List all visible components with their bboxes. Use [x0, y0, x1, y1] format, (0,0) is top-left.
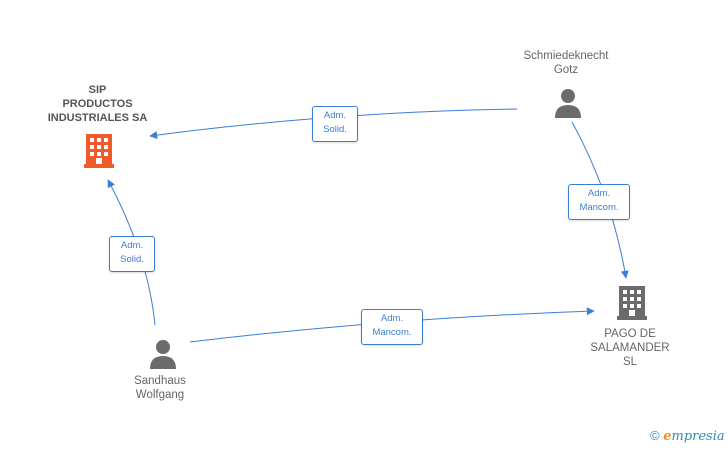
edge-label-line: Adm.: [323, 110, 347, 121]
node-sandhaus-line: Sandhaus: [134, 375, 186, 387]
person-icon[interactable]: [553, 88, 583, 118]
edge-label-sandhaus-sip[interactable]: Adm. Solid.: [109, 236, 155, 272]
edge-label-line: Mancom.: [579, 202, 619, 213]
edge-label-schmiede-pago[interactable]: Adm. Mancom.: [568, 184, 630, 220]
edge-label-line: Adm.: [120, 240, 144, 251]
edge-label-line: Mancom.: [372, 327, 412, 338]
edge-label-schmiede-sip[interactable]: Adm. Solid.: [312, 106, 358, 142]
edge-label-line: Solid.: [120, 254, 144, 265]
node-sip-label[interactable]: SIP PRODUCTOS INDUSTRIALES SA: [20, 83, 175, 125]
node-pago-line: SALAMANDER: [590, 342, 670, 354]
edge-label-line: Adm.: [380, 313, 404, 324]
edge-label-sandhaus-pago[interactable]: Adm. Mancom.: [361, 309, 423, 345]
node-sip-line: PRODUCTOS: [62, 98, 133, 110]
node-sip-line: SIP: [88, 84, 107, 96]
empresia-watermark: © empresia: [650, 428, 725, 444]
node-schmiede-line: Schmiedeknecht: [523, 50, 609, 62]
logo-text: mpresia: [671, 429, 725, 444]
node-schmiede-line: Gotz: [553, 64, 579, 76]
building-icon[interactable]: [617, 286, 647, 320]
edge-label-line: Solid.: [323, 124, 347, 135]
copyright-symbol: ©: [650, 428, 660, 443]
person-icon[interactable]: [148, 339, 178, 369]
node-pago-line: PAGO DE: [604, 328, 656, 340]
logo-letter: e: [663, 429, 672, 444]
empresia-logo: empresia: [663, 429, 724, 444]
node-sandhaus-line: Wolfgang: [135, 389, 185, 401]
node-sip-line: INDUSTRIALES SA: [47, 112, 148, 124]
building-icon[interactable]: [84, 134, 114, 168]
node-pago-label[interactable]: PAGO DE SALAMANDER SL: [575, 327, 685, 369]
node-schmiede-label[interactable]: Schmiedeknecht Gotz: [496, 49, 636, 77]
node-pago-line: SL: [622, 356, 638, 368]
node-sandhaus-label[interactable]: Sandhaus Wolfgang: [105, 374, 215, 402]
edge-label-line: Adm.: [587, 188, 611, 199]
